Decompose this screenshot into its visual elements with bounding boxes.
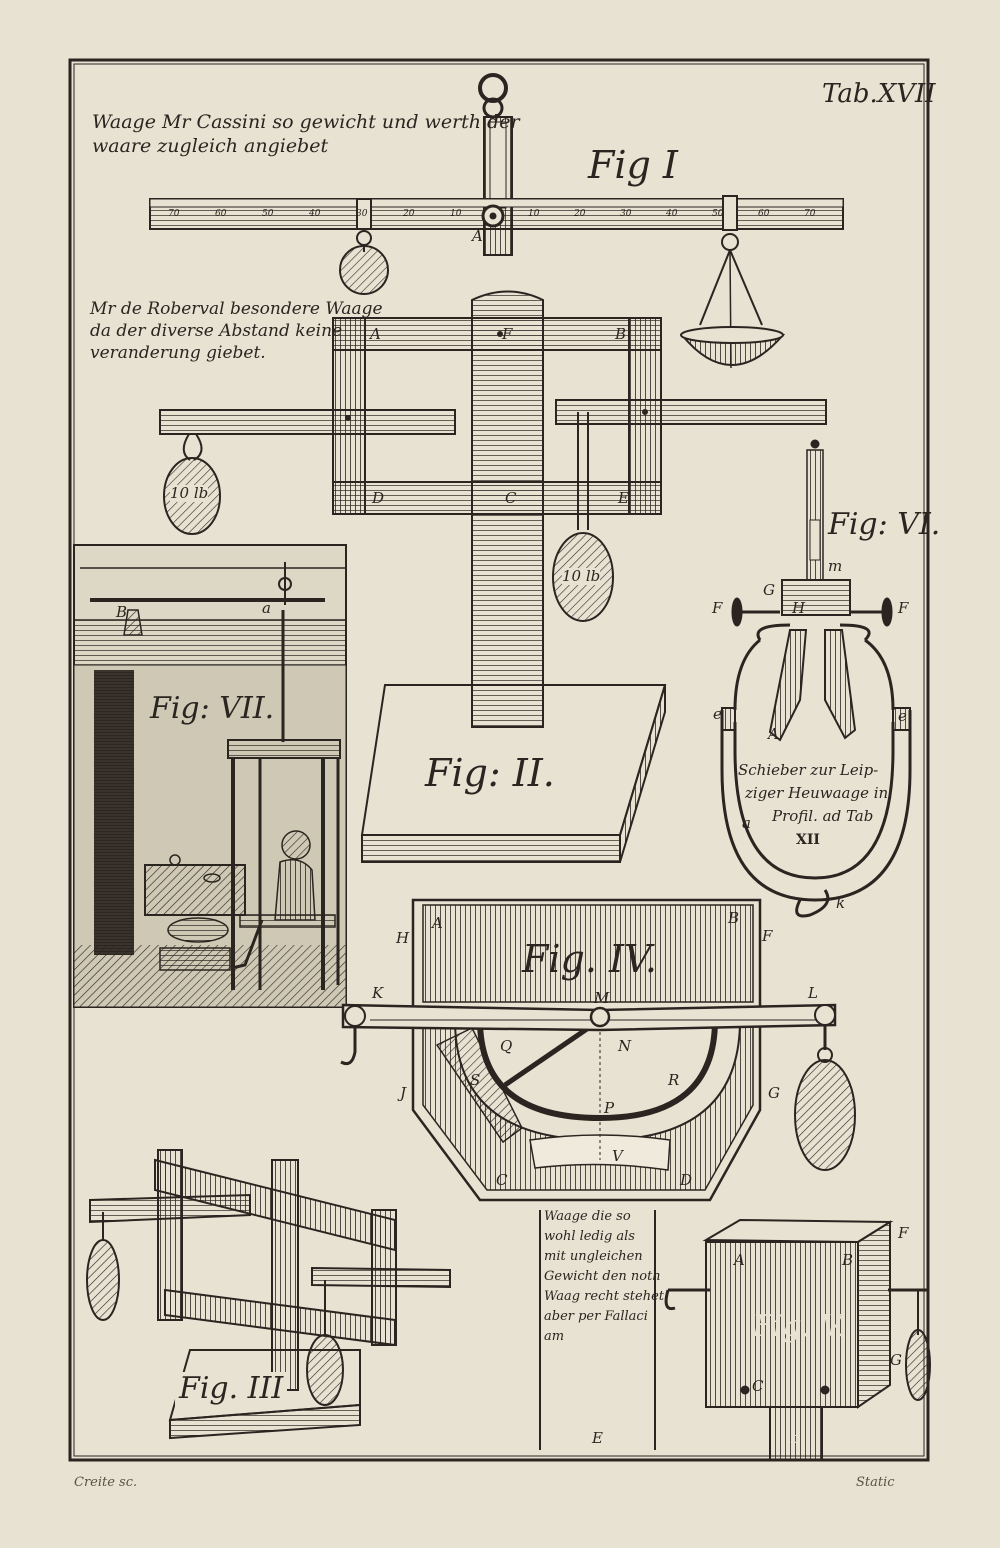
fig2-balance bbox=[159, 290, 827, 863]
fig5-letter-f: F bbox=[898, 1224, 909, 1242]
fig5-letter-a: A bbox=[734, 1251, 745, 1269]
fig2-weight-left: 10 lb bbox=[170, 484, 209, 503]
fig4-letter-p: P bbox=[604, 1099, 615, 1117]
fig5-label: Fig. V. bbox=[752, 1309, 847, 1344]
fig4-letter-b: B bbox=[728, 909, 740, 927]
fig1-caption-line2: waare zugleich angiebet bbox=[92, 135, 329, 157]
fig6-letter-g: G bbox=[763, 581, 775, 599]
scale-tick: 30 bbox=[356, 209, 368, 219]
fig4-letter-h: H bbox=[396, 929, 410, 947]
fig5-letter-b: B bbox=[842, 1251, 854, 1269]
fig7-weighing-chair bbox=[73, 544, 347, 1008]
fig2-caption-line3: veranderung giebet. bbox=[90, 343, 266, 363]
fig6-letter-m: m bbox=[828, 557, 843, 575]
scale-tick: 20 bbox=[574, 209, 586, 219]
fig4-label: Fig. IV. bbox=[522, 937, 657, 981]
fig3-balance bbox=[86, 1149, 451, 1440]
fig4-letter-v: V bbox=[612, 1147, 623, 1165]
fig3-label: Fig. III bbox=[175, 1371, 288, 1407]
scale-tick: 50 bbox=[262, 209, 274, 219]
fig4-caption-line2: wohl ledig als bbox=[544, 1229, 635, 1244]
scale-tick: 10 bbox=[528, 209, 540, 219]
fig2-caption-line1: Mr de Roberval besondere Waage bbox=[90, 299, 383, 319]
fig6-letter-h: H bbox=[792, 599, 806, 617]
fig2-label: Fig: II. bbox=[425, 751, 555, 795]
fig4-letter-m: M bbox=[594, 989, 610, 1007]
fig4-letter-f: F bbox=[762, 927, 773, 945]
fig1-caption-line1: Waage Mr Cassini so gewicht und werth de… bbox=[92, 111, 520, 133]
fig4-letter-e: E bbox=[592, 1429, 603, 1447]
scale-tick: 50 bbox=[712, 209, 724, 219]
fig5-letter-g: G bbox=[890, 1351, 902, 1369]
scale-tick: 30 bbox=[620, 209, 632, 219]
scale-tick: 10 bbox=[450, 209, 462, 219]
fig6-letter-f-left: F bbox=[712, 599, 723, 617]
fig4-letter-s: S bbox=[470, 1071, 481, 1089]
fig6-slider bbox=[720, 439, 912, 918]
fig4-caption-line5: Waag recht stehet bbox=[544, 1289, 664, 1304]
fig6-letter-e-left: e bbox=[713, 705, 722, 723]
fig2-letter-b: B bbox=[615, 325, 627, 343]
fig2-weight-right: 10 lb bbox=[562, 567, 601, 586]
scale-tick: 20 bbox=[403, 209, 415, 219]
fig4-letter-c: C bbox=[496, 1171, 508, 1189]
fig2-letter-e: E bbox=[618, 489, 629, 507]
fig4-caption-line7: am bbox=[544, 1329, 565, 1344]
fig4-letter-r: R bbox=[668, 1071, 680, 1089]
fig6-letter-e-right: e bbox=[898, 707, 907, 725]
fig2-letter-a: A bbox=[370, 325, 381, 343]
fig5-letter-b-lower: b bbox=[790, 1429, 800, 1447]
fig4-letter-j: J bbox=[400, 1084, 407, 1102]
fig6-caption-line3: Profil. ad Tab bbox=[772, 807, 874, 825]
fig6-caption-line1: Schieber zur Leip- bbox=[738, 761, 879, 779]
fig4-letter-n: N bbox=[618, 1037, 632, 1055]
fig2-caption-line2: da der diverse Abstand keine bbox=[90, 321, 343, 341]
fig4-letter-q: Q bbox=[500, 1037, 513, 1055]
engraver-credit: Creite sc. bbox=[74, 1475, 138, 1490]
fig2-letter-d: D bbox=[372, 489, 385, 507]
fig2-letter-f: F bbox=[502, 325, 513, 343]
fig6-caption-line4: XII bbox=[796, 832, 820, 848]
fig6-letter-a: A bbox=[768, 725, 779, 743]
scale-tick: 40 bbox=[666, 209, 678, 219]
fig4-letter-k: K bbox=[372, 984, 384, 1002]
fig6-label: Fig: VI. bbox=[828, 507, 941, 542]
fig1-pivot-letter: A bbox=[472, 227, 483, 245]
fig4-caption-line6: aber per Fallaci bbox=[544, 1309, 648, 1324]
scale-tick: 60 bbox=[215, 209, 227, 219]
fig6-letter-k: k bbox=[836, 894, 846, 912]
fig6-letter-a-lower: a bbox=[742, 814, 751, 832]
scale-tick: 70 bbox=[804, 209, 816, 219]
fig4-caption-line3: mit ungleichen bbox=[544, 1249, 643, 1264]
fig7-label: Fig: VII. bbox=[150, 691, 275, 726]
fig7-letter-a: a bbox=[262, 599, 271, 617]
series-credit: Static bbox=[856, 1475, 895, 1490]
fig1-scale-right: 10 20 30 40 50 60 70 bbox=[528, 209, 834, 219]
fig1-label: Fig I bbox=[588, 143, 678, 187]
fig1-scale-left: 70 60 50 40 30 20 10 bbox=[168, 209, 480, 219]
fig4-letter-a: A bbox=[432, 914, 443, 932]
fig6-letter-f-right: F bbox=[898, 599, 909, 617]
fig1-balance bbox=[149, 73, 844, 369]
fig5-letter-c: C bbox=[752, 1377, 764, 1395]
scale-tick: 70 bbox=[168, 209, 180, 219]
fig4-letter-g: G bbox=[768, 1084, 780, 1102]
fig4-balance bbox=[340, 898, 856, 1450]
fig7-letter-b: B bbox=[116, 603, 128, 621]
fig5-balance bbox=[664, 1218, 931, 1461]
fig4-letter-l: L bbox=[808, 984, 818, 1002]
fig2-letter-c: C bbox=[505, 489, 517, 507]
fig4-caption-line4: Gewicht den noth bbox=[544, 1269, 661, 1284]
fig4-caption-line1: Waage die so bbox=[544, 1209, 631, 1224]
scale-tick: 40 bbox=[309, 209, 321, 219]
fig4-letter-d: D bbox=[680, 1171, 693, 1189]
scale-tick: 60 bbox=[758, 209, 770, 219]
fig6-caption-line2: ziger Heuwaage in bbox=[745, 784, 889, 802]
tab-label: Tab.XVII bbox=[822, 79, 936, 109]
